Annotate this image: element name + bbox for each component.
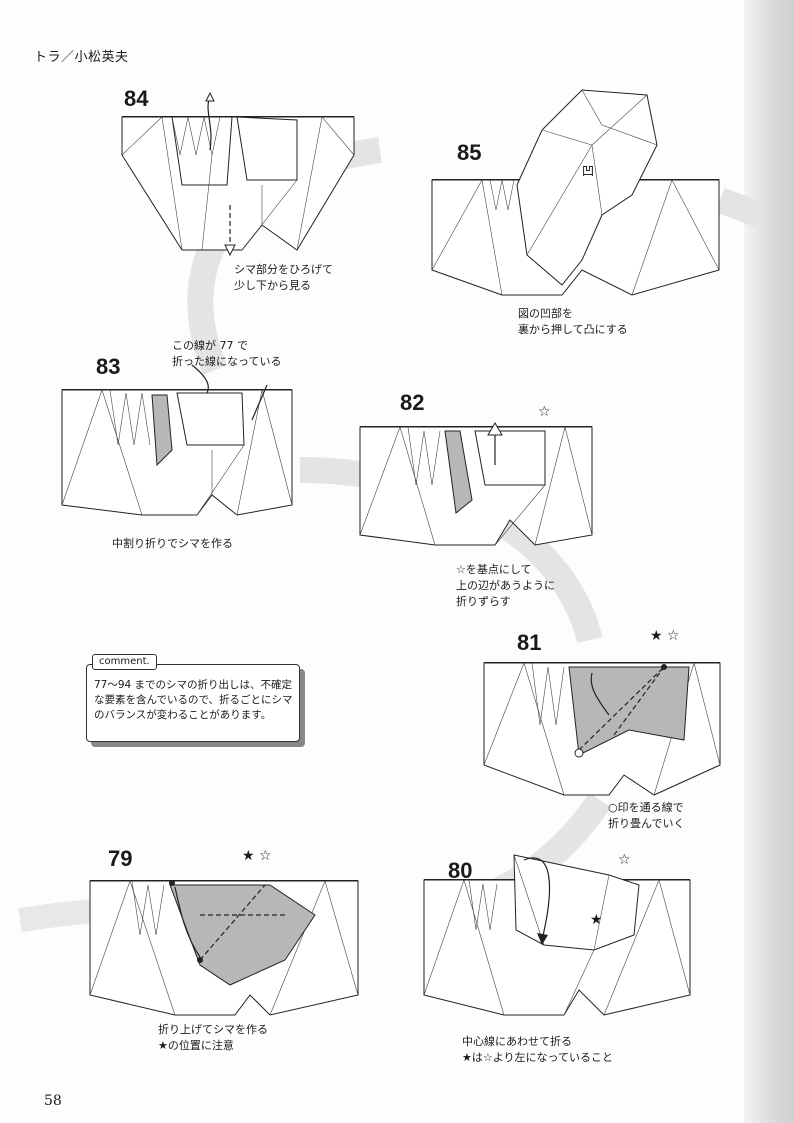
- step-82-star-outline: ☆: [538, 404, 551, 420]
- scan-edge-shadow: [744, 0, 794, 1123]
- step-84-caption: シマ部分をひろげて 少し下から見る: [234, 263, 333, 292]
- step-80-caption: 中心線にあわせて折る ★は☆より左になっていること: [462, 1035, 613, 1064]
- step-83-caption: 中割り折りでシマを作る: [112, 537, 233, 550]
- step-number-81: 81: [517, 630, 542, 655]
- step-number-84: 84: [124, 86, 149, 111]
- step-number-82: 82: [400, 390, 425, 415]
- step-82-diagram: [359, 422, 593, 546]
- comment-frame: [86, 664, 300, 742]
- step-number-85: 85: [457, 140, 482, 165]
- step-number-80: 80: [448, 858, 473, 883]
- comment-text: 77～94 までのシマの折り出しは、不確定な要素を含んでいるので、折るごとにシマ…: [94, 679, 293, 721]
- step-85-caption: 図の凹部を 裏から押して凸にする: [518, 307, 628, 336]
- comment-box: comment. 77～94 までのシマの折り出しは、不確定な要素を含んでいるの…: [86, 654, 308, 742]
- step-80-star-outline: ☆: [618, 852, 631, 868]
- step-79-stars: ★ ☆: [242, 848, 272, 864]
- step-80-diagram: [423, 854, 691, 1016]
- step-81-stars: ★ ☆: [650, 628, 680, 644]
- step-81-diagram: [483, 661, 721, 796]
- step-number-79: 79: [108, 846, 133, 871]
- step-80-star-solid: ★: [590, 912, 603, 928]
- step-83-note: この線が 77 で 折った線になっている: [172, 339, 282, 368]
- step-83-diagram: [61, 364, 293, 516]
- step-81-caption: ○印を通る線で 折り畳んでいく: [608, 801, 685, 830]
- step-84-diagram: [121, 91, 355, 257]
- comment-label: comment.: [92, 654, 157, 670]
- step-79-caption: 折り上げてシマを作る ★の位置に注意: [158, 1023, 268, 1052]
- step-82-caption: ☆を基点にして 上の辺があうように 折りずらす: [456, 563, 555, 608]
- step-85-diagram: 凹: [431, 89, 720, 296]
- step-79-diagram: [89, 880, 359, 1016]
- concave-mark: 凹: [582, 164, 594, 178]
- step-number-83: 83: [96, 354, 121, 379]
- running-head: トラ／小松英夫: [34, 50, 129, 65]
- page-number: 58: [44, 1093, 62, 1109]
